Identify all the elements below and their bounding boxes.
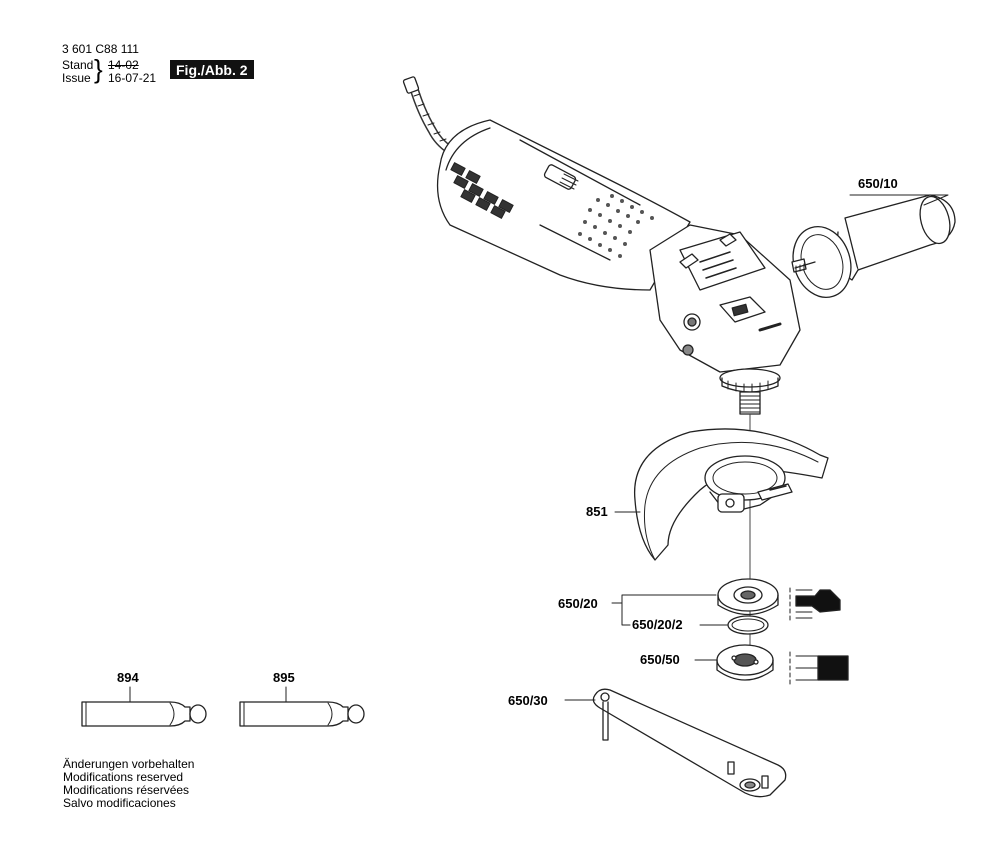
part-label-650-10: 650/10 xyxy=(858,176,898,191)
wheel-guard xyxy=(633,428,829,561)
o-ring xyxy=(727,615,769,635)
mounting-flange xyxy=(717,578,779,616)
note-fr: Modifications réservées xyxy=(63,783,190,797)
vent-slots-icon xyxy=(450,162,514,219)
grip-texture xyxy=(578,194,654,258)
note-en: Modifications reserved xyxy=(63,770,184,784)
note-es: Salvo modificaciones xyxy=(63,796,176,810)
part-label-650-20: 650/20 xyxy=(558,596,598,611)
angle-grinder xyxy=(436,119,801,415)
old-date: 14-02 xyxy=(108,58,139,72)
flange-cross-section xyxy=(789,587,841,623)
part-label-851: 851 xyxy=(586,504,608,519)
figure-badge: Fig./Abb. 2 xyxy=(170,60,254,79)
part-label-650-20-2: 650/20/2 xyxy=(632,617,683,632)
new-date: 16-07-21 xyxy=(108,71,157,85)
part-label-650-50: 650/50 xyxy=(640,652,680,667)
issue-label: Issue xyxy=(62,71,91,85)
nut-cross-section xyxy=(789,651,849,687)
leader-lines xyxy=(129,511,729,703)
power-cord xyxy=(402,76,455,155)
grease-tube-894 xyxy=(81,701,207,727)
part-label-895: 895 xyxy=(273,670,295,685)
grease-tube-895 xyxy=(239,701,365,727)
spanner-wrench xyxy=(592,688,787,798)
clamping-nut xyxy=(716,644,774,681)
auxiliary-handle xyxy=(791,194,956,298)
modification-notes: Änderungen vorbehalten Modifications res… xyxy=(63,758,194,810)
part-label-650-30: 650/30 xyxy=(508,693,548,708)
part-label-894: 894 xyxy=(117,670,139,685)
stand-label: Stand xyxy=(62,58,94,72)
brace: } xyxy=(94,54,103,84)
note-de: Änderungen vorbehalten xyxy=(63,757,195,771)
part-number: 3 601 C88 111 xyxy=(62,42,139,56)
